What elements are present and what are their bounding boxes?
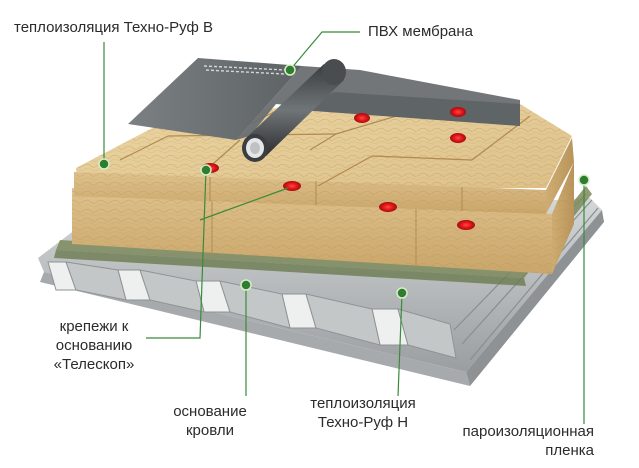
label-pvc-membrane: ПВХ мембрана (368, 22, 473, 41)
label-markers (98, 64, 590, 299)
label-roof-base: основание кровли (160, 402, 260, 440)
leader-fasteners-2 (199, 187, 289, 221)
label-fasteners-line2: основанию (55, 337, 133, 354)
leader-fasteners (146, 169, 207, 339)
leader-bottom-ins (397, 293, 403, 397)
label-vapor-barrier-line1: пароизоляционная (462, 423, 594, 440)
label-bottom-insulation: теплоизоляция Техно-Руф Н (298, 394, 428, 432)
label-fasteners: крепежи к основанию «Телескоп» (34, 317, 154, 374)
leader-lines (103, 31, 585, 424)
label-top-insulation-text: теплоизоляция Техно-Руф В (14, 19, 213, 36)
label-fasteners-line3: «Телескоп» (53, 356, 135, 373)
membrane-roll (242, 59, 346, 162)
label-bottom-insulation-line1: теплоизоляция (310, 395, 416, 412)
label-fasteners-line1: крепежи к (59, 318, 129, 335)
vapor-barrier-film (56, 186, 592, 278)
pvc-membrane (128, 58, 520, 162)
label-top-insulation: теплоизоляция Техно-Руф В (14, 18, 213, 37)
label-pvc-membrane-text: ПВХ мембрана (368, 23, 473, 40)
label-roof-base-line2: кровли (185, 422, 234, 439)
leader-pvc (289, 31, 360, 71)
label-vapor-barrier: пароизоляционная пленка (446, 422, 594, 460)
label-vapor-barrier-line2: пленка (545, 442, 594, 459)
label-bottom-insulation-line2: Техно-Руф Н (317, 414, 409, 431)
label-roof-base-line1: основание (173, 403, 247, 420)
